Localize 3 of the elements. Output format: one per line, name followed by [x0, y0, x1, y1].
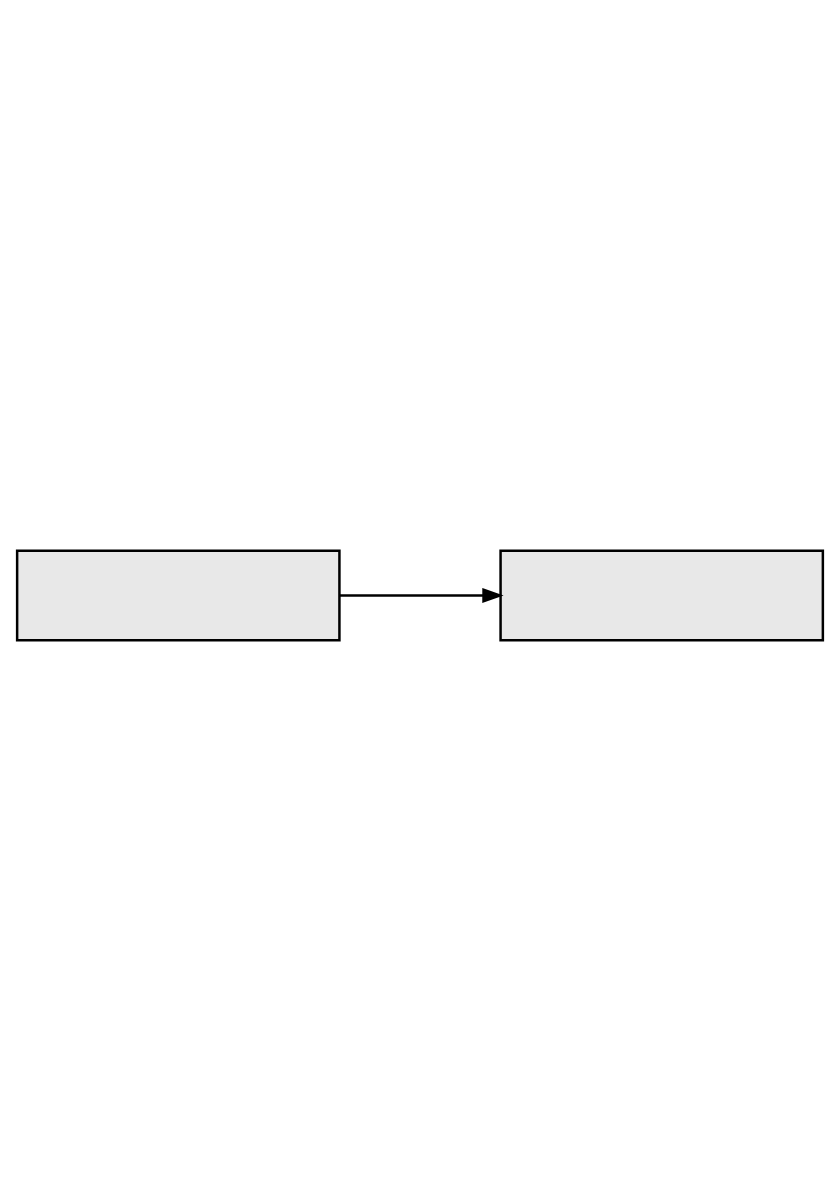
node-box [499, 548, 825, 642]
arrow [339, 587, 504, 603]
node-box [15, 548, 341, 642]
